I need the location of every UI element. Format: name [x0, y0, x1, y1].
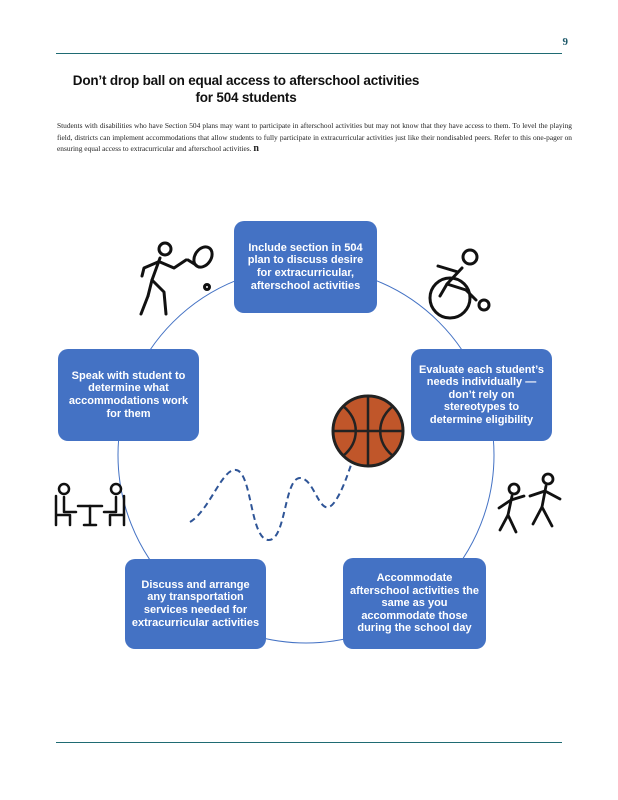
step-text-4: Discuss and arrange any transportation s… — [131, 578, 260, 629]
intro-trailing-glyph: n — [253, 143, 259, 155]
step-box-4: Discuss and arrange any transportation s… — [125, 559, 266, 649]
intro-text: Students with disabilities who have Sect… — [57, 121, 572, 154]
title-line-1: Don’t drop ball on equal access to after… — [72, 73, 420, 88]
intro-paragraph: Students with disabilities who have Sect… — [57, 120, 572, 155]
step-box-1: Include section in 504 plan to discuss d… — [234, 221, 377, 313]
step-box-3: Accommodate afterschool activities the s… — [343, 558, 486, 649]
title-line-2: for 504 students — [195, 90, 297, 105]
basketball-icon — [331, 394, 405, 468]
page-title: Don’t drop ball on equal access to after… — [60, 72, 432, 106]
meeting-table-icon — [54, 482, 126, 527]
step-text-1: Include section in 504 plan to discuss d… — [247, 241, 364, 292]
step-text-5: Speak with student to determine what acc… — [68, 369, 189, 420]
bounce-path — [189, 457, 355, 542]
step-text-3: Accommodate afterschool activities the s… — [350, 572, 479, 635]
tennis-player-icon — [139, 241, 214, 316]
step-box-5: Speak with student to determine what acc… — [58, 349, 199, 441]
wheelchair-racer-icon — [428, 248, 491, 320]
header-rule — [56, 53, 562, 54]
page-number: 9 — [562, 36, 569, 48]
step-box-2: Evaluate each student’s needs individual… — [411, 349, 552, 441]
step-text-2: Evaluate each student’s needs individual… — [419, 363, 544, 426]
dancers-icon — [497, 472, 562, 534]
footer-rule — [56, 742, 562, 743]
